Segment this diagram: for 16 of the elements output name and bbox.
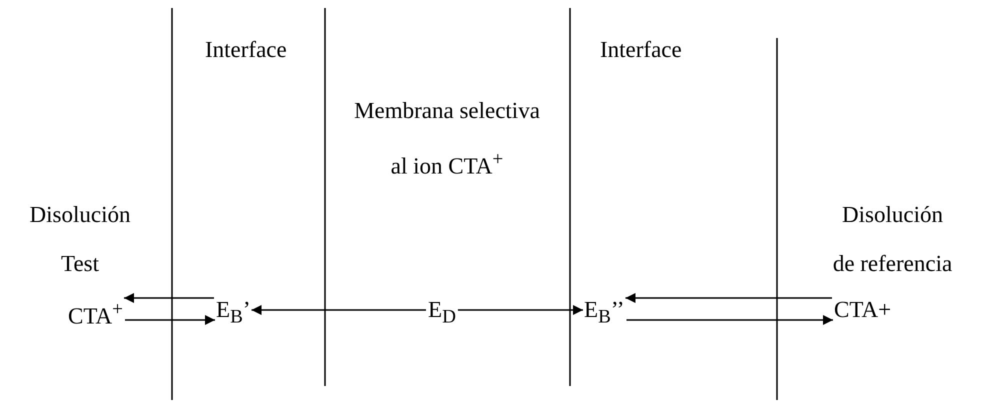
interface-label: Interface (600, 36, 682, 64)
arrow (458, 305, 583, 315)
arrow (124, 315, 215, 325)
arrow (626, 315, 833, 325)
species-label: E$_{B}$’’ (584, 296, 624, 332)
species-label: E$_{D}$ (428, 296, 456, 332)
species-label: E$_{B}$’ (216, 296, 251, 332)
solution-label: Disolución Test (28, 201, 132, 278)
solution-label: Disolución de referencia (832, 201, 954, 278)
interface-label: Interface (205, 36, 287, 64)
arrow (625, 293, 832, 303)
arrow (124, 293, 214, 303)
species-label: CTA+ (834, 296, 892, 324)
species-label: CTA$^{+}$ (68, 296, 123, 331)
arrow (252, 305, 426, 315)
membrane-label: Membrana selectiva al ion CTA$^{+}$ (353, 97, 541, 181)
